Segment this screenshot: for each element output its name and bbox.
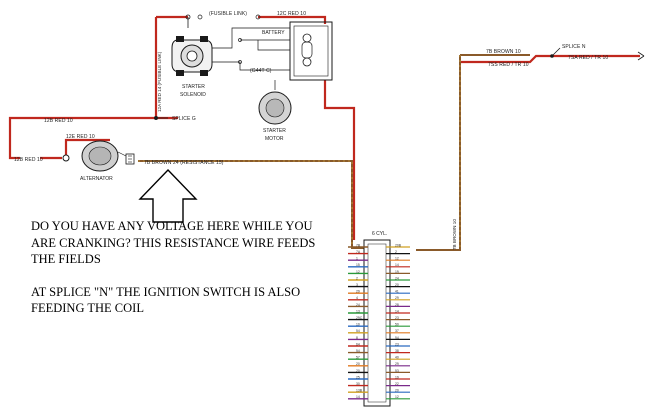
label-7b-brown10-vertical: 7B BROWN 10 (452, 219, 457, 250)
pin-label-left: 13 (356, 309, 360, 313)
battery-label: BATTERY (262, 30, 285, 36)
label-12c-red10: 12C RED 10 (277, 11, 306, 17)
wire-battery-drop (323, 80, 356, 240)
pin-label-right: 24 (395, 276, 399, 280)
connector-pin-labels: 7B7A1151223294241329C1054864545720202530… (356, 243, 402, 399)
pin-label-left: 12 (356, 270, 360, 274)
wire-7ss-red (460, 54, 552, 64)
annotation: DO YOU HAVE ANY VOLTAGE HERE WHILE YOU A… (31, 219, 315, 315)
annotation-line-2: ARE CRANKING? THIS RESISTANCE WIRE FEEDS (31, 236, 315, 250)
wire-12b-red10 (8, 116, 156, 160)
connector-pin-wires (348, 246, 410, 400)
pin-label-right: 50 (395, 323, 399, 327)
pin-label-left: 20 (356, 362, 360, 366)
annotation-line-5: FEEDING THE COIL (31, 301, 144, 315)
pin-label-left: 15 (356, 263, 360, 267)
label-7ss-red: 7SS RED / TR 10 (488, 62, 529, 68)
splice-n: SPLICE N (550, 44, 645, 61)
label-12e-red10: 12E RED 10 (66, 134, 95, 140)
pin-label-right: 20 (395, 389, 399, 393)
red-wires (8, 15, 640, 240)
wire-12c-red10 (258, 15, 327, 24)
pin-label-right: 41 (395, 290, 399, 294)
splice-g-label: SPLICE G (172, 116, 196, 122)
starter-motor-label-1: STARTER (263, 128, 286, 134)
starter-motor-label-2: MOTOR (265, 136, 284, 142)
starter-solenoid: STARTER SOLENOID (171, 14, 213, 98)
splice-g: SPLICE G (154, 116, 196, 122)
pin-label-left: 54 (356, 349, 360, 353)
pin-label-left: 8 (356, 336, 358, 340)
pin-label-left: 29C (356, 316, 363, 320)
pin-label-right: 28 (395, 303, 399, 307)
pin-label-left: 13B (356, 389, 363, 393)
pin-label-right: 29 (395, 296, 399, 300)
battery: BATTERY (G44T C) (250, 21, 333, 81)
splice-n-label: SPLICE N (562, 44, 586, 50)
pin-label-right: 22 (395, 382, 399, 386)
label-7b-brown24: 7B BROWN 24 (RESISTANCE 15) (144, 160, 224, 166)
pin-label-left: 29 (356, 290, 360, 294)
pin-label-left: 54 (356, 329, 360, 333)
annotation-line-1: DO YOU HAVE ANY VOLTAGE HERE WHILE YOU (31, 219, 313, 233)
label-7sa-red: 7SA RED / TR 10 (568, 55, 608, 61)
starter-solenoid-label-1: STARTER (182, 84, 205, 90)
up-arrow-icon (138, 168, 198, 223)
starter-motor: STARTER MOTOR (258, 91, 292, 142)
battery-ground-label: (G44T C) (250, 68, 272, 74)
pin-label-right: 29 (395, 362, 399, 366)
alternator-label: ALTERNATOR (80, 176, 113, 182)
label-fusible-link: (FUSIBLE LINK) (209, 11, 247, 17)
pin-label-right: 54 (395, 336, 399, 340)
pin-label-left: 2 (356, 276, 358, 280)
pin-label-right: 12 (395, 257, 399, 261)
label-12b-red10: 12B RED 10 (44, 118, 73, 124)
pin-label-left: 57 (356, 356, 360, 360)
pin-label-left: 4 (356, 296, 358, 300)
control-wires (212, 27, 290, 90)
label-12a-red14: 12A RED 14 (FUSIBLE LINK) (157, 51, 162, 112)
pin-label-left: 7B (356, 243, 361, 247)
connector-6cyl: 6 CYL. 7B7A1151223294241329C105486454572… (348, 231, 410, 407)
pin-label-right: 23 (395, 342, 399, 346)
pin-label-right: 19 (395, 375, 399, 379)
pin-label-left: 64 (356, 342, 360, 346)
pin-label-left: 25 (356, 375, 360, 379)
pin-label-right: 2 (395, 250, 397, 254)
annotation-line-4: AT SPLICE "N" THE IGNITION SWITCH IS ALS… (31, 285, 300, 299)
pin-label-right: 40 (395, 356, 399, 360)
pin-label-left: 14 (356, 395, 360, 399)
connector-label: 6 CYL. (372, 231, 387, 237)
pin-label-right: 14 (395, 309, 399, 313)
pin-label-left: 7A (356, 250, 361, 254)
pin-label-right: 23 (395, 316, 399, 320)
pin-label-left: 24 (356, 303, 360, 307)
pin-label-right: 20B (395, 243, 402, 247)
pin-label-right: 19 (395, 270, 399, 274)
annotation-line-3: THE FIELDS (31, 252, 101, 266)
pin-label-left: 1 (356, 257, 358, 261)
pin-label-right: 38 (395, 349, 399, 353)
label-7b-brown10-top: 7B BROWN 10 (486, 49, 521, 55)
pin-label-right: 20 (395, 283, 399, 287)
starter-solenoid-label-2: SOLENOID (180, 92, 206, 98)
pin-label-right: 12 (395, 395, 399, 399)
wire-12e-red10 (64, 138, 110, 158)
pin-label-left: 10 (356, 323, 360, 327)
pin-label-right: 14 (395, 263, 399, 267)
pin-label-right: 37 (395, 329, 399, 333)
alternator: ALTERNATOR (62, 140, 135, 182)
label-12b-red10-lower: 12B RED 10 (14, 157, 43, 163)
pin-label-left: 30 (356, 382, 360, 386)
pin-label-right: 53 (395, 369, 399, 373)
pin-label-left: 20 (356, 369, 360, 373)
pin-label-left: 3 (356, 283, 358, 287)
